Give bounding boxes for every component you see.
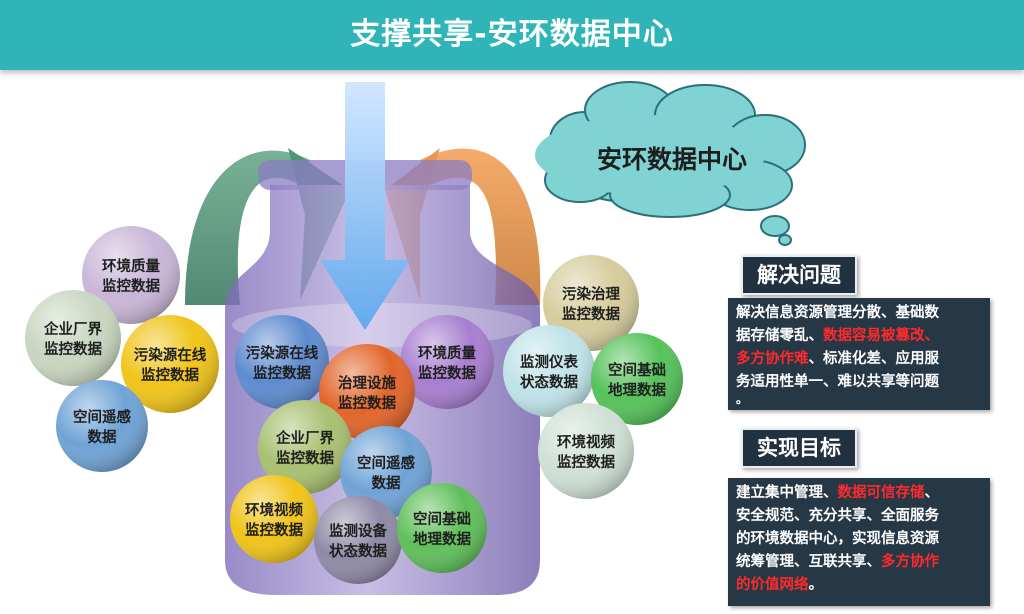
- ball-label-line1: 污染治理: [562, 285, 620, 303]
- ball-label-line2: 监控数据: [44, 340, 102, 358]
- ball-label-line2: 监控数据: [418, 364, 476, 382]
- highlight-trusted-storage: 数据可信存储: [837, 485, 925, 501]
- goal-text-box: 建立集中管理、数据可信存储、 安全规范、充分共享、全面服务 的环境数据中心，实现…: [728, 478, 990, 606]
- jar-ball-1: 污染源在线 监控数据: [235, 315, 329, 409]
- ball-label-line2: 数据: [88, 428, 117, 446]
- right-ball-1: 污染治理 监控数据: [543, 255, 639, 351]
- jar-ball-4: 企业厂界 监控数据: [258, 400, 352, 494]
- title-bar: 支撑共享-安环数据中心: [0, 0, 1024, 70]
- highlight-value-network: 的价值网络: [736, 577, 809, 593]
- goal-line-1: 建立集中管理、数据可信存储、: [736, 485, 939, 501]
- jar-ball-2: 环境质量 监控数据: [400, 315, 494, 409]
- highlight-collab: 多方协作难: [736, 351, 809, 367]
- ball-label-line2: 监控数据: [245, 521, 303, 539]
- ball-label-line2: 监控数据: [102, 277, 160, 295]
- cloud-label: 安环数据中心: [597, 145, 747, 174]
- goal-line-5: 的价值网络。: [736, 577, 823, 593]
- jar-ball-3: 治理设施 监控数据: [319, 344, 415, 440]
- goal-heading-text: 实现目标: [757, 436, 841, 460]
- problem-line-3: 多方协作难、标准化差、应用服: [736, 351, 939, 367]
- jar-ball-5: 空间遥感 数据: [340, 426, 432, 518]
- ball-label-line1: 监测仪表: [520, 353, 578, 371]
- ball-label-line2: 监控数据: [253, 364, 311, 382]
- ball-label-line2: 状态数据: [520, 373, 578, 391]
- problem-line-2: 据存储零乱、数据容易被篡改、: [736, 328, 939, 344]
- ball-label-line2: 状态数据: [329, 542, 387, 560]
- problem-heading: 解决问题: [741, 255, 857, 295]
- jar-ball-7: 监测设备 状态数据: [314, 496, 402, 584]
- ball-label-line2: 地理数据: [413, 530, 471, 548]
- jar-ball-6: 环境视频 监控数据: [230, 475, 318, 563]
- ball-label-line1: 空间基础: [413, 510, 471, 528]
- highlight-tamper: 数据容易被篡改、: [823, 328, 939, 344]
- ball-label-line1: 污染源在线: [134, 346, 207, 364]
- cloud-shape: [535, 81, 806, 246]
- ball-label-line1: 治理设施: [338, 374, 396, 392]
- left-ball-3: 污染源在线 监控数据: [121, 315, 219, 413]
- goal-line-3: 的环境数据中心，实现信息资源: [736, 531, 939, 547]
- ball-label-line1: 监测设备: [329, 522, 387, 540]
- goal-heading: 实现目标: [741, 428, 857, 468]
- highlight-multi-collab: 多方协作: [881, 554, 939, 570]
- goal-line-2: 安全规范、充分共享、全面服务: [736, 508, 939, 524]
- right-ball-4: 环境视频 监控数据: [538, 403, 634, 499]
- ball-label-line1: 空间基础: [608, 361, 666, 379]
- ball-label-line1: 污染源在线: [246, 344, 319, 362]
- goal-line-4: 统筹管理、互联共享、多方协作: [736, 554, 939, 570]
- ball-label-line1: 空间遥感: [357, 454, 415, 472]
- right-ball-3: 空间基础 地理数据: [591, 333, 683, 425]
- right-ball-2: 监测仪表 状态数据: [503, 325, 595, 417]
- left-ball-1: 环境质量 监控数据: [82, 226, 180, 324]
- problem-text-box: 解决信息资源管理分散、基础数 据存储零乱、数据容易被篡改、 多方协作难、标准化差…: [728, 298, 990, 410]
- left-ball-2: 企业厂界 监控数据: [25, 290, 121, 386]
- ball-label-line2: 地理数据: [608, 381, 666, 399]
- ball-label-line2: 监控数据: [141, 366, 199, 384]
- blue-down-arrow: [320, 82, 410, 330]
- ball-label-line2: 监控数据: [338, 394, 396, 412]
- ball-label-line1: 环境质量: [102, 257, 160, 275]
- jar-ball-8: 空间基础 地理数据: [397, 483, 487, 573]
- problem-line-4: 务适用性单一、难以共享等问题: [736, 374, 939, 390]
- left-ball-4: 空间遥感 数据: [56, 380, 148, 472]
- ball-label-line1: 环境视频: [557, 433, 615, 451]
- ball-label-line1: 环境质量: [418, 344, 476, 362]
- ball-label-line2: 数据: [372, 474, 401, 492]
- problem-line-5: 。: [736, 392, 749, 406]
- problem-line-1: 解决信息资源管理分散、基础数: [736, 305, 939, 321]
- ball-label-line1: 企业厂界: [43, 320, 102, 338]
- ball-label-line1: 企业厂界: [275, 429, 334, 447]
- ball-label-line2: 监控数据: [557, 453, 615, 471]
- ball-label-line2: 监控数据: [562, 305, 620, 323]
- ball-label-line2: 监控数据: [276, 449, 334, 467]
- problem-heading-text: 解决问题: [757, 263, 841, 287]
- ball-label-line1: 环境视频: [245, 501, 303, 519]
- ball-label-line1: 空间遥感: [73, 408, 131, 426]
- page-title: 支撑共享-安环数据中心: [350, 17, 674, 52]
